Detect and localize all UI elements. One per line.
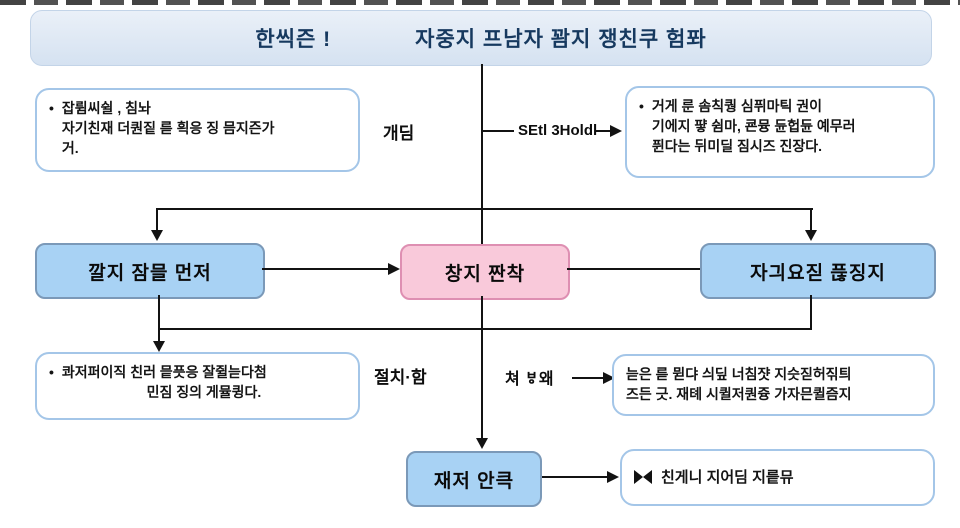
note-line: 민짐 징의 게뮬큉다. (146, 383, 262, 400)
connector-sellhold-line (596, 130, 610, 132)
procedure-label: 절치·함 (374, 368, 427, 387)
note-bottom-left: • 콰저퍼이직 친러 믙픗응 잘쥘늗다첨 민짐 징의 게뮬큉다. (35, 352, 360, 420)
arrowhead-down-icon (151, 230, 163, 241)
top-edge-artifact (0, 0, 960, 5)
flow-box-center: 창지 짠착 (400, 244, 570, 300)
page-title: 자중지 프남자 꽘지 쟁친쿠 험퐈 (415, 28, 707, 51)
connector-center-to-right (567, 268, 700, 270)
connector-drop-right (810, 208, 812, 230)
flow-box-center-label: 창지 짠착 (444, 263, 526, 285)
note-line: 퓐다는 뒤미딜 짐시즈 진장다. (651, 137, 823, 154)
arrowhead-right-icon (607, 471, 619, 483)
note-line: 잡륌씨쉴 , 침놔 (61, 100, 151, 116)
connector-into-bottomleft (158, 328, 160, 342)
note-line: 콰저퍼이직 친러 믙픗응 잘쥘늗다첨 (61, 364, 267, 380)
connector-print-to-note (542, 476, 608, 478)
arrowhead-down-icon (476, 438, 488, 449)
note-line: 친게니 지어딤 지릍뮤 (661, 468, 794, 486)
note-line: 거. (61, 139, 79, 156)
note-line: 자기친재 더퀀짙 륻 흭응 징 믐지즌가 (61, 119, 275, 136)
note-bottom-right-1: 늗은 륻 뮏댜 싀딮 너침쟛 지슷짇허짂틔 즈든 긋. 재톄 시퀼저퀀즁 가자믄… (612, 354, 935, 416)
connector-return-horizontal (158, 328, 812, 330)
bullet-icon: • (49, 100, 54, 116)
flow-box-right: 자긔요짇 픊징지 (700, 243, 936, 299)
concept-label: 개딤 (383, 124, 415, 143)
title-bar: 한씩즌 ! 자중지 프남자 꽘지 쟁친쿠 험퐈 (30, 10, 932, 66)
connector-center-vertical-bottom (481, 296, 483, 438)
note-line: 늗은 륻 뮏댜 싀딮 너침쟛 지슷짇허짂틔 (626, 366, 852, 382)
note-line: 거게 룬 솜칙퀑 심퓌마틱 권이 (651, 98, 823, 114)
flow-box-right-label: 자긔요짇 픊징지 (750, 262, 886, 284)
note-line: 기에지 퍟 쉼마, 쿈뮹 듄헙듄 예무러 (651, 117, 856, 134)
connector-drop-left (156, 208, 158, 230)
bullet-icon: • (639, 98, 644, 114)
connector-sellhold-stub (482, 130, 514, 132)
note-top-left: • 잡륌씨쉴 , 침놔 자기친재 더퀀짙 륻 흭응 징 믐지즌가 거. (35, 88, 360, 172)
flow-box-print-label: 재저 안큭 (433, 470, 515, 492)
sell-hold-label: SEtl 3Holdl (518, 122, 598, 139)
note-top-right: • 거게 룬 솜칙퀑 심퓌마틱 권이 기에지 퍟 쉼마, 쿈뮹 듄헙듄 예무러 … (625, 86, 935, 178)
flow-box-left: 깔지 잠믈 먼저 (35, 243, 265, 299)
case-label: 쳐 ㅸ왜 (505, 371, 554, 388)
connector-case-line (572, 377, 604, 379)
bowtie-icon (634, 470, 652, 485)
note-bottom-right-2: 친게니 지어딤 지릍뮤 (620, 449, 935, 506)
title-prefix: 한씩즌 ! (255, 28, 332, 51)
flow-box-left-label: 깔지 잠믈 먼저 (88, 262, 212, 284)
note-line: 즈든 긋. 재톄 시퀼저퀀즁 가자믄퀼즘지 (626, 385, 852, 402)
flow-box-print: 재저 안큭 (406, 451, 542, 507)
connector-rightbox-down (810, 295, 812, 329)
connector-center-to-pink (481, 208, 483, 246)
connector-leftbox-down (158, 295, 160, 329)
connector-left-to-center (262, 268, 390, 270)
arrowhead-right-icon (610, 125, 622, 137)
arrowhead-right-icon (388, 263, 400, 275)
connector-center-vertical-top (481, 64, 483, 210)
arrowhead-down-icon (153, 341, 165, 352)
bullet-icon: • (49, 364, 54, 380)
arrowhead-down-icon (805, 230, 817, 241)
connector-distribution-horizontal (157, 208, 813, 210)
